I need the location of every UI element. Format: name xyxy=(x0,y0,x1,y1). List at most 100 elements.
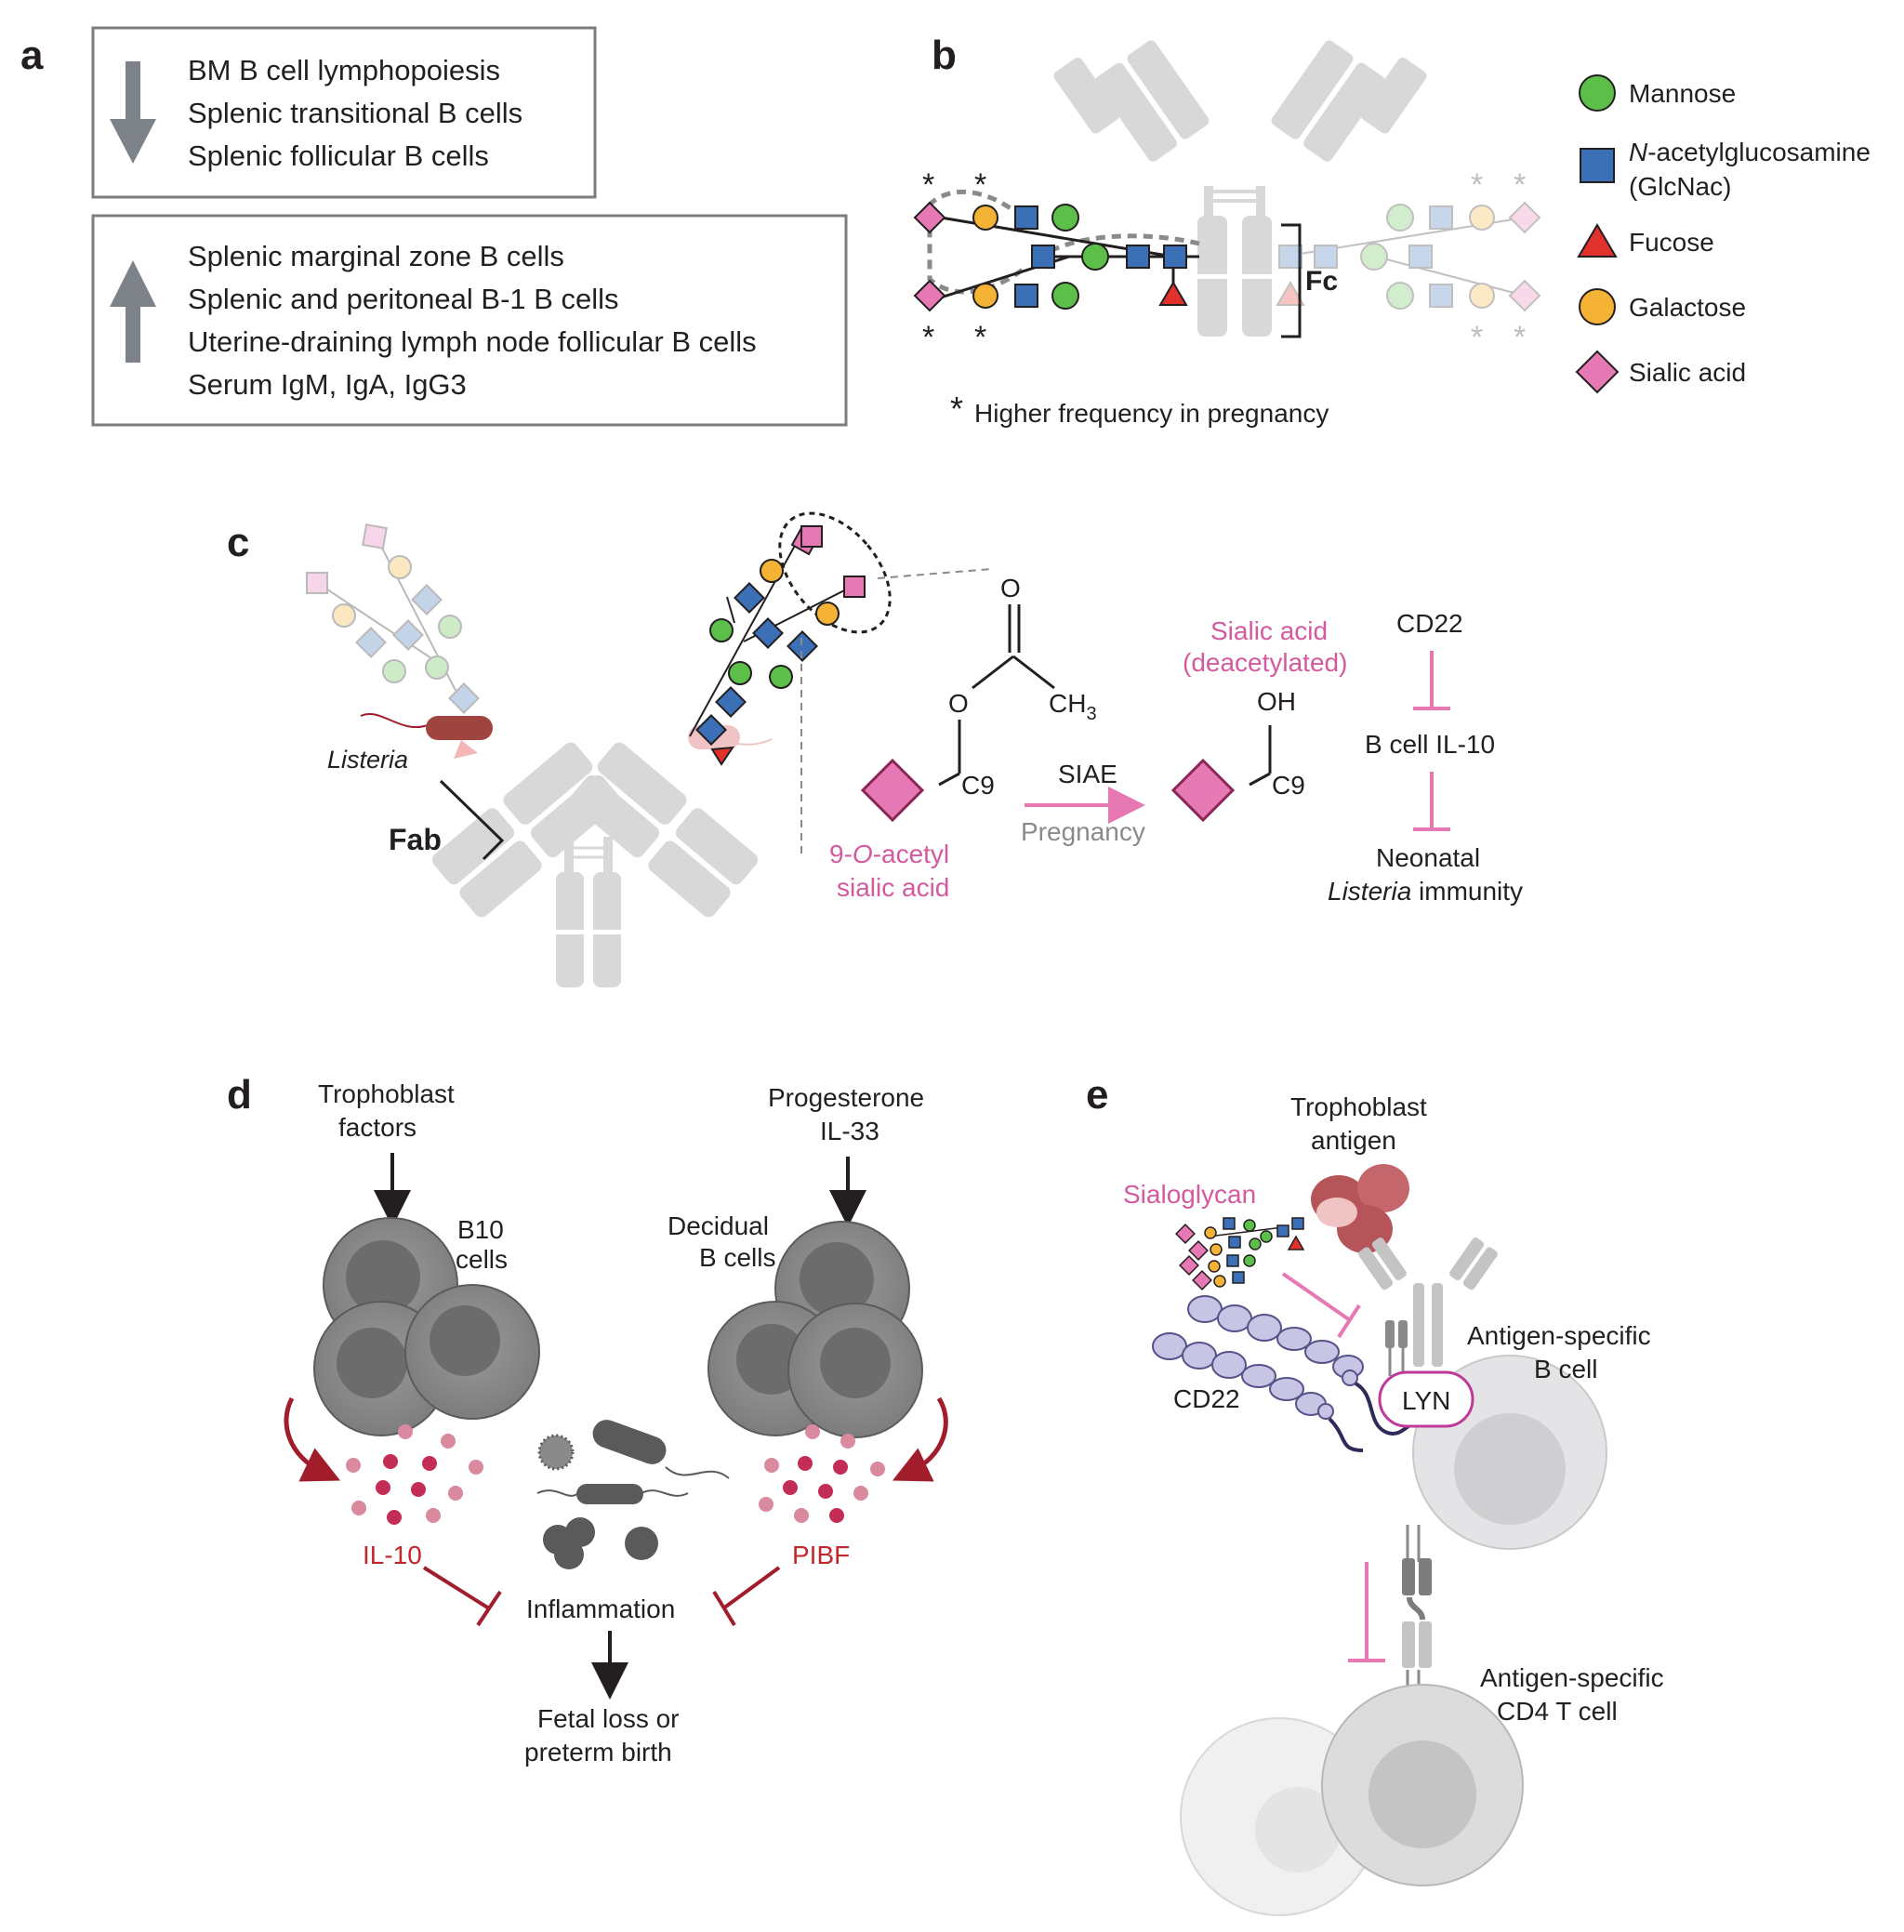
listeria-immunity-label: Listeria immunity xyxy=(1328,877,1523,906)
panel-d-letter: d xyxy=(227,1072,252,1118)
glcnac-icon xyxy=(1014,205,1038,230)
trophoblast-antigen-label-2: antigen xyxy=(1311,1126,1396,1155)
acetyl-sialic-structure xyxy=(860,604,1055,823)
galactose-icon xyxy=(972,205,998,231)
asterisk: * xyxy=(1514,320,1526,355)
panel-c: c Fab xyxy=(227,511,1523,987)
panel-e: e Trophoblast antigen Sialoglycan xyxy=(1086,1072,1664,1916)
inhibition-line xyxy=(712,1566,781,1627)
listeria-label: Listeria xyxy=(327,746,408,774)
panel-e-letter: e xyxy=(1086,1072,1108,1118)
mannose-icon xyxy=(1051,282,1079,310)
asterisk: * xyxy=(922,167,934,203)
outcome-label: Fetal loss or xyxy=(537,1704,680,1733)
panel-b-letter: b xyxy=(932,33,957,78)
inhibition-line xyxy=(1413,772,1450,831)
il33-label: IL-33 xyxy=(820,1117,879,1145)
mhc-tcr-complex-icon xyxy=(1402,1525,1432,1707)
footnote-text: Higher frequency in pregnancy xyxy=(974,399,1329,428)
il10-label: IL-10 xyxy=(363,1541,422,1569)
mannose-icon xyxy=(1051,204,1079,232)
secretion-arrow xyxy=(892,1396,948,1482)
fucose-icon xyxy=(1158,281,1188,306)
decidual-label-2: B cells xyxy=(699,1243,775,1272)
inhibition-line xyxy=(1413,651,1450,710)
deacetylated-label-2: (deacetylated) xyxy=(1183,648,1347,677)
trophoblast-factors-label: Trophoblast xyxy=(318,1079,455,1108)
deacetylated-sialic-structure xyxy=(1170,725,1272,823)
footnote-asterisk: * xyxy=(950,390,963,428)
inflammation-label: Inflammation xyxy=(526,1595,675,1623)
decreased-box: BM B cell lymphopoiesis Splenic transiti… xyxy=(91,26,597,199)
lyn-label: LYN xyxy=(1402,1386,1450,1415)
t-cell-label: Antigen-specific xyxy=(1480,1663,1664,1692)
antibody-igg xyxy=(1053,40,1427,337)
decidual-label: Decidual xyxy=(668,1211,769,1240)
fab-glycan-right xyxy=(689,511,892,746)
fucose-icon xyxy=(1577,223,1618,258)
t-cell-label-2: CD4 T cell xyxy=(1497,1697,1618,1726)
b10-label: B10 xyxy=(457,1215,504,1244)
panel-c-letter: c xyxy=(227,520,249,565)
ch3-label: CH3 xyxy=(1049,689,1097,724)
asterisk: * xyxy=(922,320,934,355)
deacetylated-label: Sialic acid xyxy=(1210,616,1328,645)
progesterone-label: Progesterone xyxy=(768,1083,924,1112)
panel-d: d Trophoblast factors Progesterone IL-33… xyxy=(227,1072,948,1767)
legend-galactose: Galactose xyxy=(1629,293,1746,322)
c9-label: C9 xyxy=(1272,771,1305,800)
sialoglycan-icon xyxy=(1175,1217,1305,1290)
fc-glycan-right-faded xyxy=(1276,201,1541,312)
acetyl-sialic-label-2: sialic acid xyxy=(837,873,949,902)
cd4-t-cell xyxy=(1180,1684,1524,1916)
mannose-icon xyxy=(1579,74,1616,112)
panel-b: b Fc xyxy=(913,33,1871,428)
legend-glcnac-abbr: (GlcNac) xyxy=(1629,172,1731,201)
asterisk: * xyxy=(1471,320,1483,355)
fab-label: Fab xyxy=(389,823,442,856)
legend-mannose: Mannose xyxy=(1629,79,1736,108)
b10-label-2: cells xyxy=(456,1245,508,1274)
b-cell-label: Antigen-specific xyxy=(1467,1321,1651,1350)
cd22-label: CD22 xyxy=(1396,609,1463,638)
oh-label: OH xyxy=(1257,687,1296,716)
cd22-label: CD22 xyxy=(1173,1384,1240,1413)
b-cell-label-2: B cell xyxy=(1534,1355,1597,1383)
legend-fucose: Fucose xyxy=(1629,228,1714,257)
up-arrow-icon xyxy=(110,260,156,363)
glcnac-icon xyxy=(1031,245,1055,269)
neonatal-label: Neonatal xyxy=(1376,843,1480,872)
decidual-b-cells-cluster xyxy=(707,1221,923,1438)
antibody-fab xyxy=(431,742,759,987)
glcnac-icon xyxy=(1580,148,1615,183)
il10-cytokines xyxy=(346,1424,483,1525)
pregnancy-label: Pregnancy xyxy=(1021,817,1145,846)
increased-item: Splenic marginal zone B cells xyxy=(188,240,564,272)
increased-item: Uterine-draining lymph node follicular B… xyxy=(188,325,757,358)
outcome-label-2: preterm birth xyxy=(524,1738,672,1767)
pibf-label: PIBF xyxy=(792,1541,850,1569)
panel-a: a BM B cell lymphopoiesis Splenic transi… xyxy=(20,26,848,427)
b-cell-receptor-icon xyxy=(1358,1237,1498,1376)
legend-sialic-acid: Sialic acid xyxy=(1629,358,1746,387)
sialic-acid-icon xyxy=(913,201,946,234)
legend-glcnac: N-acetylglucosamine xyxy=(1629,138,1871,166)
asterisk: * xyxy=(974,320,986,355)
increased-box: Splenic marginal zone B cells Splenic an… xyxy=(91,214,848,427)
trophoblast-antigen-label: Trophoblast xyxy=(1290,1092,1427,1121)
glcnac-icon xyxy=(1126,245,1150,269)
increased-item: Serum IgM, IgA, IgG3 xyxy=(188,368,467,401)
glcnac-icon xyxy=(1014,284,1038,308)
o-top-label: O xyxy=(1000,574,1021,602)
panel-a-letter: a xyxy=(20,33,44,78)
asterisk: * xyxy=(1514,167,1526,203)
decreased-item: Splenic transitional B cells xyxy=(188,97,522,129)
sialic-acid-icon xyxy=(1575,350,1620,394)
pathogens-icon xyxy=(536,1420,730,1569)
decreased-item: BM B cell lymphopoiesis xyxy=(188,54,500,86)
fc-glycan-left xyxy=(913,189,1200,312)
fab-bracket xyxy=(439,779,505,861)
fab-glycan-left-faded xyxy=(306,523,480,714)
increased-item: Splenic and peritoneal B-1 B cells xyxy=(188,283,619,315)
